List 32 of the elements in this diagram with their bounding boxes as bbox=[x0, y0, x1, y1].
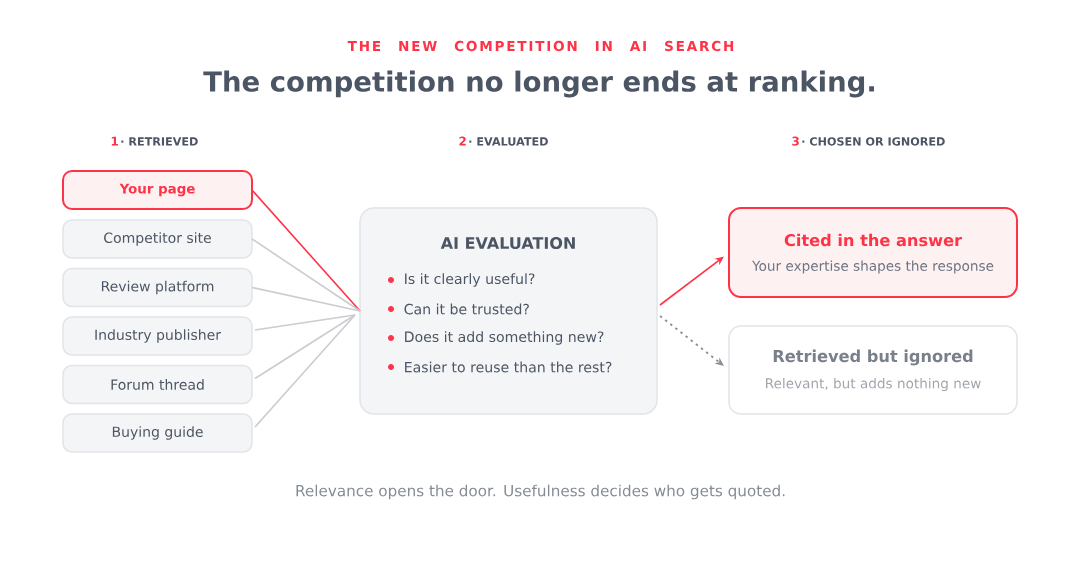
highlighted-source-box: Your page bbox=[62, 170, 253, 210]
source-box: Industry publisher bbox=[62, 316, 253, 356]
arrow bbox=[659, 256, 724, 306]
kicker-heading: THE NEW COMPETITION IN AI SEARCH bbox=[347, 40, 734, 52]
step-heading: · CHOSEN OR IGNORED bbox=[802, 137, 945, 146]
connector-line bbox=[251, 238, 361, 312]
connector-line bbox=[254, 314, 356, 428]
source-box: Competitor site bbox=[62, 219, 253, 259]
bullet-text: Does it add something new? bbox=[405, 331, 604, 345]
source-box: Buying guide bbox=[62, 413, 253, 453]
source-box: Forum thread bbox=[62, 364, 253, 405]
step-number: 3 bbox=[792, 136, 799, 146]
connector-line bbox=[254, 314, 356, 331]
outcome-description: Your expertise shapes the response bbox=[752, 260, 994, 274]
bullet-text: Can it be trusted? bbox=[404, 303, 529, 315]
outcome-heading: Cited in the answer bbox=[784, 233, 962, 247]
connector-line bbox=[254, 314, 356, 380]
panel-heading: AI EVALUATION bbox=[440, 236, 575, 250]
step-heading: · EVALUATED bbox=[469, 137, 548, 146]
step-number: 1 bbox=[111, 136, 118, 146]
connector-line bbox=[251, 189, 361, 312]
step-number: 2 bbox=[459, 136, 466, 146]
title: The competition no longer ends at ranking. bbox=[203, 70, 874, 98]
outcome-heading: Retrieved but ignored bbox=[773, 349, 973, 366]
bullet-text: Is it clearly useful? bbox=[405, 273, 535, 287]
arrow bbox=[659, 315, 724, 366]
bullet-text: Easier to reuse than the rest? bbox=[405, 361, 612, 373]
source-box: Review platform bbox=[62, 267, 253, 308]
step-heading: · RETRIEVED bbox=[121, 137, 198, 146]
outcome-description: Relevant, but adds nothing new bbox=[766, 377, 981, 392]
connector-line bbox=[251, 286, 361, 312]
caption: Relevance opens the door. Usefulness decides who gets quoted. bbox=[296, 484, 785, 500]
